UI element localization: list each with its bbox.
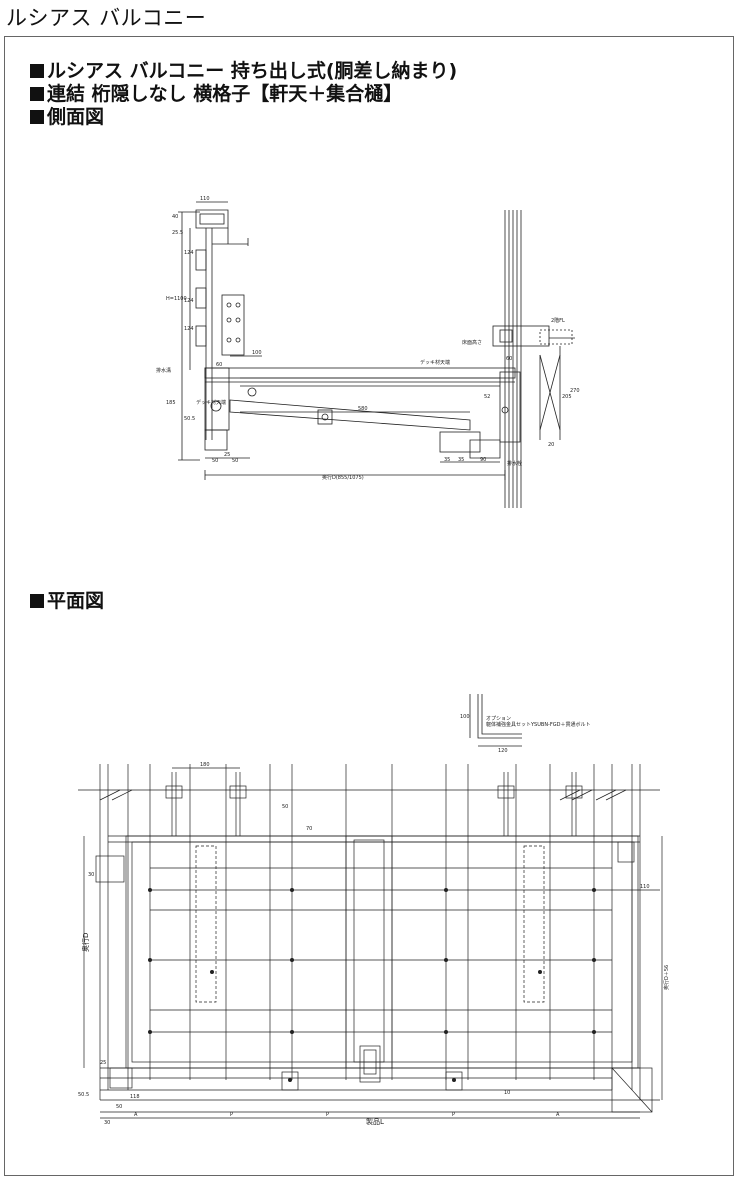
square-bullet-icon: [30, 110, 44, 124]
plan-okuyuki-left: 奥行D: [81, 933, 90, 952]
square-bullet-icon: [30, 64, 44, 78]
plan-dim-180: 180: [200, 762, 210, 768]
dim-185: 185: [166, 400, 176, 406]
plan-dim-50: 50: [282, 804, 288, 810]
plan-dim-110: 110: [640, 884, 650, 890]
plan-dim-p2: P: [326, 1112, 329, 1118]
plan-dim-p1: P: [230, 1112, 233, 1118]
heading-line2-text: 連結 桁隠しなし 横格子【軒天＋集合樋】: [47, 83, 403, 105]
drawing-frame: [4, 36, 734, 1176]
dim-25-b: 25: [224, 452, 230, 458]
heading-plan-text: 平面図: [47, 590, 105, 612]
label-floor-height: 床面高さ: [462, 339, 482, 346]
plan-dim-50b: 50: [116, 1104, 122, 1110]
plan-dim-10: 10: [504, 1090, 510, 1096]
square-bullet-icon: [30, 594, 44, 608]
heading-line1: ルシアス バルコニー 持ち出し式(胴差し納まり): [30, 60, 457, 82]
dim-205: 205: [562, 394, 572, 400]
dim-40: 40: [172, 214, 178, 220]
plan-okuyuki-right: 奥行D＋56: [663, 965, 670, 990]
dim-50-b: 50: [232, 458, 238, 464]
plan-dim-30: 30: [88, 872, 94, 878]
dim-124-b: 124: [184, 298, 194, 304]
option-bracket: [469, 694, 522, 747]
dim-35: 35: [444, 457, 450, 463]
dim-60: 60: [216, 362, 222, 368]
plan-dim-a2: A: [556, 1112, 560, 1118]
heading-line3: 側面図: [30, 106, 104, 128]
dim-25-5: 25.5: [172, 230, 183, 236]
label-drain: 排水溝: [156, 367, 171, 374]
dim-52: 52: [484, 394, 490, 400]
label-drain-plug: 排水栓: [507, 460, 522, 467]
dim-20: 20: [548, 442, 554, 448]
dim-h1100: H=1100: [166, 296, 187, 302]
dim-124-c: 124: [184, 326, 194, 332]
page-title: ルシアス バルコニー: [6, 6, 207, 30]
heading-plan: 平面図: [30, 590, 104, 612]
heading-line3-text: 側面図: [47, 106, 105, 128]
option-note-1: オプション: [486, 716, 511, 722]
heading-line2: 連結 桁隠しなし 横格子【軒天＋集合樋】: [30, 83, 402, 105]
label-deck-top-low: デッキ材天端: [196, 399, 226, 406]
dim-270: 270: [570, 388, 580, 394]
dim-124-a: 124: [184, 250, 194, 256]
option-note-2: 躯体補強金具セットYSUBN-FGD＋貫通ボルト: [486, 721, 590, 728]
dim-50-a: 50: [212, 458, 218, 464]
label-deck-top: デッキ材天端: [420, 359, 450, 366]
plan-dim-70: 70: [306, 826, 312, 832]
dim-top-width: 110: [200, 196, 210, 202]
plan-dim-25: 25: [100, 1060, 106, 1066]
dim-50-5: 50.5: [184, 416, 195, 422]
plan-dim-30b: 30: [104, 1120, 110, 1126]
dim-100: 100: [252, 350, 262, 356]
option-dim-120: 120: [498, 748, 508, 754]
label-2f-floor: 2階FL: [551, 317, 565, 324]
plan-seihin: 製品L: [366, 1117, 384, 1126]
dim-60-b: 60: [506, 356, 512, 362]
plan-dim-a1: A: [134, 1112, 138, 1118]
square-bullet-icon: [30, 87, 44, 101]
dim-90: 90: [480, 457, 486, 463]
dim-okuyuki: 奥行D(855/1075): [322, 474, 364, 481]
plan-dim-118: 118: [130, 1094, 140, 1100]
dim-580: 580: [358, 406, 368, 412]
plan-dim-50-5: 50.5: [78, 1092, 89, 1098]
option-dim-100: 100: [460, 714, 470, 720]
dim-35-b: 35: [458, 457, 464, 463]
heading-line1-text: ルシアス バルコニー 持ち出し式(胴差し納まり): [47, 60, 458, 82]
plan-dim-p3: P: [452, 1112, 455, 1118]
